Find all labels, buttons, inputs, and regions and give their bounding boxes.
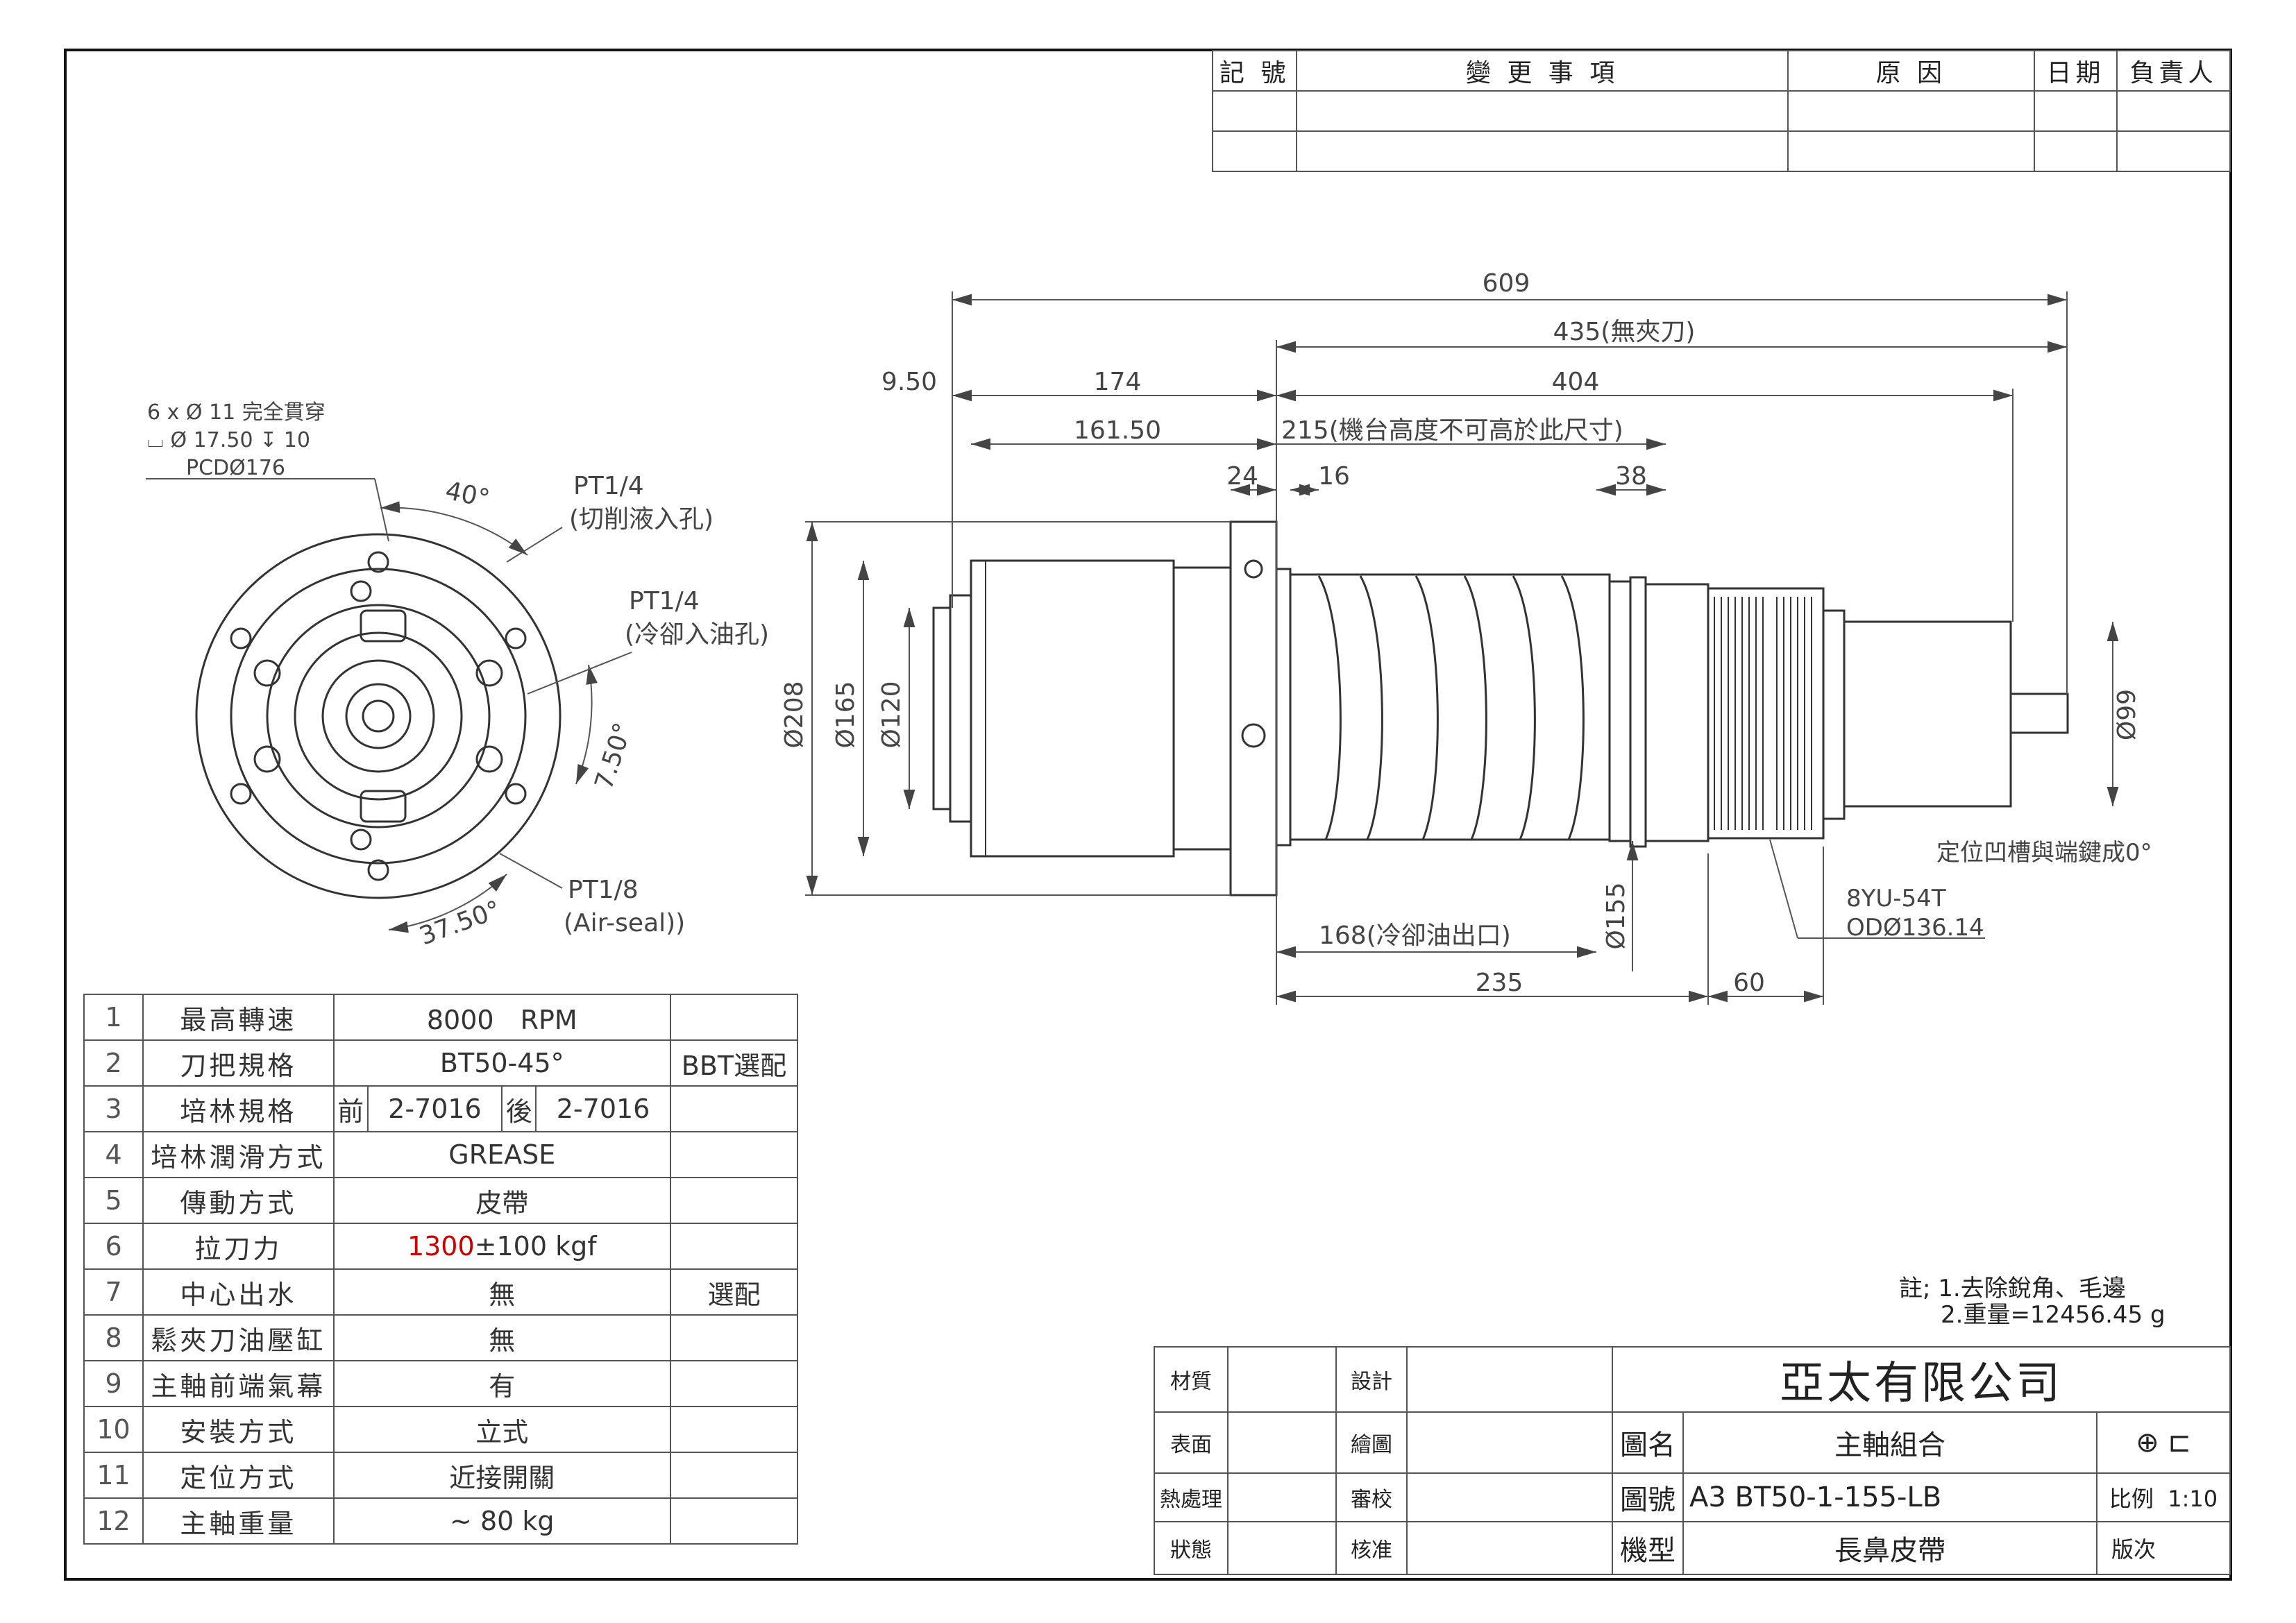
rev-header-reason: 原 因	[1787, 50, 2035, 92]
model-name: 長鼻皮帶	[1682, 1521, 2097, 1575]
port1-desc: (切削液入孔)	[569, 505, 714, 534]
pulley	[1707, 587, 1825, 840]
drawing-number: A3 BT50-1-155-LB	[1682, 1472, 2097, 1522]
shaft-end	[2009, 692, 2069, 734]
port3-desc: (Air-seal))	[564, 909, 685, 937]
spec-row: 2 刀把規格 BT50-45° BBT選配	[83, 1039, 799, 1087]
side-view	[932, 520, 2069, 897]
spec-row: 6 拉刀力 1300±100 kgf	[83, 1223, 799, 1270]
scale-value: 1:10	[2168, 1486, 2218, 1512]
spec-row: 8 鬆夾刀油壓缸 無	[83, 1314, 799, 1361]
rev-header-no: 記 號	[1211, 50, 1298, 92]
title-block: 材質 設計 亞太有限公司 表面 繪圖 圖名 主軸組合 ⊕ ⊏ 熱處理 審校 圖號…	[1154, 1346, 2231, 1575]
drawing-name: 主軸組合	[1682, 1411, 2097, 1474]
pull-force-value: 1300	[407, 1231, 475, 1261]
projection-symbol: ⊕ ⊏	[2096, 1411, 2231, 1474]
outer-flange-circle	[195, 533, 562, 899]
note-line-1: 註; 1.去除銳角、毛邊	[1899, 1275, 2126, 1302]
port2-desc: (冷卻入油孔)	[625, 620, 769, 649]
front-view	[195, 533, 562, 899]
keyway-note: 定位凹槽與端鍵成0°	[1936, 839, 2152, 867]
rear-cap	[932, 606, 952, 810]
dim-38: 38	[1615, 462, 1647, 491]
rev-header-owner: 負責人	[2116, 50, 2231, 92]
angle-40: 40°	[443, 477, 492, 513]
dim-404: 404	[1552, 368, 1600, 396]
bolt-holes	[230, 551, 527, 881]
dim-235: 235	[1476, 969, 1523, 997]
dim-609: 609	[1483, 269, 1530, 298]
key-slot-bottom	[360, 790, 407, 823]
dim-d120: Ø120	[877, 681, 906, 748]
revision-table: 記 號 變 更 事 項 原 因 日期 負責人	[1211, 50, 2231, 172]
front-leaders	[146, 478, 632, 933]
dim-60: 60	[1733, 969, 1765, 997]
dim-d165: Ø165	[832, 681, 860, 748]
dim-16150: 161.50	[1074, 416, 1161, 445]
spec-row: 12 主軸重量 ~ 80 kg	[83, 1497, 799, 1545]
note-line-2: 2.重量=12456.45 g	[1941, 1301, 2166, 1329]
dim-24: 24	[1226, 462, 1258, 491]
spec-row: 5 傳動方式 皮帶	[83, 1177, 799, 1224]
spec-row: 1 最高轉速 8000 RPM	[83, 994, 799, 1041]
front-dim-text: 6 x Ø 11 完全貫穿 ⌴ Ø 17.50 ↧ 10 PCDØ176 40°…	[147, 400, 769, 951]
angle-750: 7.50°	[590, 720, 638, 793]
pulley-type: 8YU-54T	[1846, 885, 1946, 912]
dim-215: 215(機台高度不可高於此尺寸)	[1281, 416, 1623, 445]
general-notes: 註; 1.去除銳角、毛邊 2.重量=12456.45 g	[1899, 1275, 2166, 1329]
company-name: 亞太有限公司	[1612, 1346, 2231, 1412]
dim-d155: Ø155	[1602, 882, 1630, 949]
spec-row: 7 中心出水 無 選配	[83, 1268, 799, 1316]
angle-3750: 37.50°	[416, 896, 505, 951]
rev-row	[1211, 90, 2231, 132]
spec-row: 10 安裝方式 立式	[83, 1406, 799, 1453]
motor-adaptor	[1843, 620, 2012, 808]
dim-168: 168(冷卻油出口)	[1319, 921, 1511, 950]
dim-d208: Ø208	[780, 681, 809, 748]
rev-header-date: 日期	[2033, 50, 2118, 92]
port1-size: PT1/4	[573, 472, 644, 500]
spindle-nose	[1289, 573, 1611, 841]
dim-16: 16	[1318, 462, 1350, 491]
dim-950: 9.50	[881, 368, 937, 396]
spec-row: 11 定位方式 近接開關	[83, 1452, 799, 1499]
spec-row: 9 主軸前端氣幕 有	[83, 1360, 799, 1407]
hole-note-1: 6 x Ø 11 完全貫穿	[147, 400, 326, 425]
rev-header-change: 變 更 事 項	[1296, 50, 1789, 92]
dim-d99: Ø99	[2113, 689, 2141, 740]
hole-note-2: ⌴ Ø 17.50 ↧ 10	[147, 428, 310, 452]
side-dimensions	[805, 291, 2119, 1005]
spec-row: 3 培林規格 前 2-7016 後 2-7016	[83, 1085, 799, 1132]
key-slot-top	[360, 609, 407, 643]
rear-housing	[970, 559, 1175, 858]
port3-size: PT1/8	[568, 876, 639, 904]
dim-174: 174	[1094, 368, 1142, 396]
spec-table: 1 最高轉速 8000 RPM 2 刀把規格 BT50-45° BBT選配 3 …	[83, 994, 799, 1545]
rev-row	[1211, 130, 2231, 172]
dim-435: 435(無夾刀)	[1553, 318, 1696, 346]
pulley-od: ODØ136.14	[1846, 914, 1984, 942]
port2-size: PT1/4	[629, 587, 700, 615]
side-dim-text: 609 435(無夾刀) 9.50 174 404 161.50 215(機台高…	[780, 269, 2152, 997]
hole-note-3: PCDØ176	[186, 456, 285, 480]
drawing-frame	[64, 49, 2232, 1581]
spec-row: 4 培林潤滑方式 GREASE	[83, 1131, 799, 1178]
